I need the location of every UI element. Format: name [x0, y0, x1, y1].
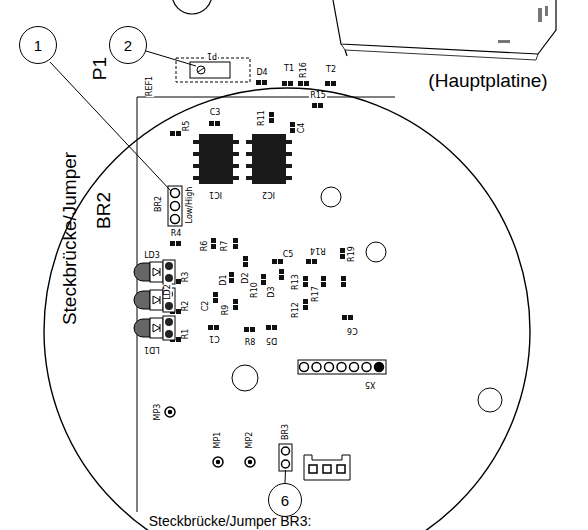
callout-circle: 6 — [268, 483, 302, 517]
silkscreen-label: T1 — [283, 65, 295, 73]
silkscreen-label: X5 — [364, 380, 377, 388]
smd-parts — [170, 80, 353, 342]
silkscreen-label: R15 — [309, 92, 327, 100]
silkscreen-label: LD1 — [143, 345, 161, 353]
silkscreen-label: REF1 — [146, 75, 154, 97]
silkscreen-label: D3 — [268, 285, 276, 298]
jumper-br3 — [279, 444, 292, 471]
device-housing — [333, 0, 556, 60]
silkscreen-label: C1 — [208, 334, 221, 342]
part-label: P1 — [91, 56, 110, 79]
silkscreen-label: R14 — [309, 246, 327, 254]
silkscreen-label: T2 — [325, 66, 337, 74]
silkscreen-label: D4 — [255, 69, 268, 77]
silkscreen-label: C5 — [282, 251, 295, 259]
silkscreen-label: D1 — [220, 273, 228, 286]
connector — [304, 455, 350, 480]
silkscreen-label: LD2 — [164, 283, 172, 301]
detail-circle — [44, 88, 530, 530]
part-label: BR2 — [94, 192, 113, 229]
silkscreen-label: Low/High — [186, 186, 194, 225]
silkscreen-label: R4 — [170, 230, 183, 238]
silkscreen-label: C2 — [202, 300, 210, 313]
led — [134, 260, 175, 340]
callout-number: 2 — [124, 38, 132, 53]
silkscreen-label: R12 — [292, 301, 300, 319]
cut-callout — [172, 0, 212, 14]
silkscreen-label: D2 — [242, 271, 250, 284]
board-edge — [137, 97, 395, 512]
ic-pins — [193, 140, 292, 180]
silkscreen-label: MP1 — [214, 431, 222, 450]
silkscreen-label: BR2 — [155, 195, 163, 213]
silkscreen-label: IC2 — [261, 190, 276, 198]
silkscreen-label: R8 — [244, 339, 257, 347]
silkscreen-label: R1 — [182, 328, 190, 341]
leader-line — [50, 51, 286, 483]
silkscreen-label: R2 — [182, 300, 190, 313]
silkscreen-label: P1 — [206, 51, 218, 59]
silkscreen-label: C3 — [209, 109, 222, 117]
callout-number: 6 — [281, 493, 289, 508]
silkscreen-label: C4 — [298, 122, 306, 135]
pin-header — [298, 360, 386, 374]
silkscreen-label: R6 — [201, 240, 209, 253]
silkscreen-label: IC1 — [208, 190, 223, 198]
callout-number: 1 — [34, 38, 42, 53]
silkscreen-label: R17 — [312, 285, 320, 303]
silkscreen-label: BR3 — [282, 423, 290, 441]
silkscreen-label: MP3 — [154, 403, 162, 422]
silkscreen-label: LD3 — [143, 252, 161, 260]
callout-circle: 1 — [19, 26, 57, 64]
silkscreen-label: R9 — [222, 304, 230, 317]
test-point — [165, 407, 255, 467]
potentiometer — [176, 58, 250, 82]
part-label: (Hauptplatine) — [428, 71, 547, 90]
jumper-br2 — [168, 186, 182, 226]
silkscreen-label: R16 — [300, 61, 308, 79]
silkscreen-label: R19 — [348, 245, 356, 263]
silkscreen-label: C6 — [346, 326, 359, 334]
silkscreen-label: MP2 — [246, 431, 254, 450]
silkscreen-label: R3 — [182, 271, 190, 284]
silkscreen-label: D5 — [265, 336, 278, 344]
silkscreen-label: R11 — [258, 109, 266, 127]
callout-circle: 2 — [109, 26, 147, 64]
silkscreen-label: R5 — [183, 120, 191, 133]
part-label: Steckbrücke/Jumper — [61, 151, 80, 324]
ic-chip — [199, 134, 286, 184]
silkscreen-label: R13 — [292, 273, 300, 291]
silkscreen-label: R10 — [251, 281, 259, 299]
mounting-hole — [232, 187, 502, 412]
silkscreen-label: R7 — [221, 240, 229, 253]
